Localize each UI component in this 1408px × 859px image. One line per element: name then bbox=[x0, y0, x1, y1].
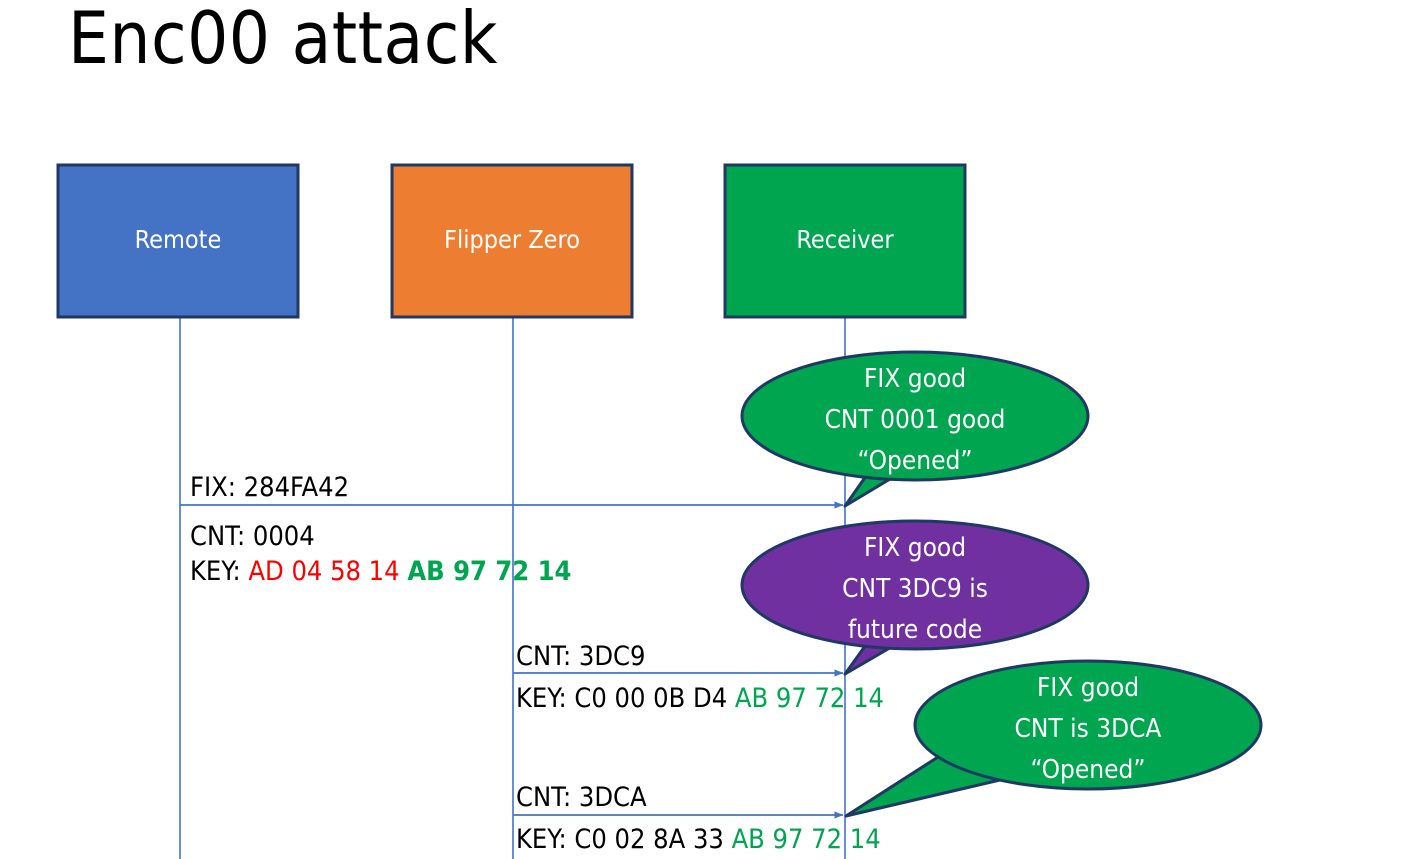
speech-bubble-body-2 bbox=[740, 519, 1090, 651]
message-1-line-2: CNT: 0004 bbox=[190, 521, 315, 552]
bubble-2-line-3: future code bbox=[848, 615, 982, 645]
bubble-2-line-2: CNT 3DC9 is bbox=[842, 574, 988, 604]
message-1-key-line: KEY: AD 04 58 14 AB 97 72 14 bbox=[190, 556, 571, 587]
message-2-key-prefix: KEY: bbox=[516, 683, 574, 714]
bubble-1-line-3: “Opened” bbox=[857, 446, 972, 476]
message-1-key-seg-2: AB 97 72 14 bbox=[407, 556, 571, 587]
message-2-key-seg-2: AB 97 72 14 bbox=[735, 683, 884, 714]
actor-receiver-label: Receiver bbox=[796, 225, 894, 254]
message-3-key-prefix: KEY: bbox=[516, 824, 574, 855]
message-2-line-1: CNT: 3DC9 bbox=[516, 641, 645, 672]
message-3-key-line: KEY: C0 02 8A 33 AB 97 72 14 bbox=[516, 824, 881, 855]
page-title: Enc00 attack bbox=[68, 0, 498, 80]
speech-bubble-receiver-response-first[interactable]: FIX good CNT 0001 good “Opened” bbox=[740, 350, 1090, 508]
actor-receiver[interactable]: Receiver bbox=[723, 163, 967, 319]
actor-flipper-zero-label: Flipper Zero bbox=[444, 225, 580, 254]
actor-remote-label: Remote bbox=[135, 225, 222, 254]
bubble-3-line-1: FIX good bbox=[1037, 673, 1139, 703]
bubble-3-line-3: “Opened” bbox=[1030, 755, 1145, 785]
message-3-key-seg-1: C0 02 8A 33 bbox=[574, 824, 731, 855]
message-1-key-prefix: KEY: bbox=[190, 556, 248, 587]
actor-flipper-zero[interactable]: Flipper Zero bbox=[390, 163, 634, 319]
speech-bubble-body-1 bbox=[740, 350, 1090, 482]
message-2-key-seg-1: C0 00 0B D4 bbox=[574, 683, 734, 714]
message-1-key-seg-1: AD 04 58 14 bbox=[248, 556, 407, 587]
actor-remote[interactable]: Remote bbox=[56, 163, 300, 319]
bubble-3-line-2: CNT is 3DCA bbox=[1015, 714, 1162, 744]
speech-bubble-receiver-response-opened[interactable]: FIX good CNT is 3DCA “Opened” bbox=[844, 659, 1263, 818]
speech-bubble-receiver-response-future[interactable]: FIX good CNT 3DC9 is future code bbox=[740, 519, 1090, 676]
message-3-key-seg-2: AB 97 72 14 bbox=[732, 824, 881, 855]
message-1-line-1: FIX: 284FA42 bbox=[190, 472, 349, 503]
speech-bubble-body-3 bbox=[913, 659, 1263, 791]
message-2-key-line: KEY: C0 00 0B D4 AB 97 72 14 bbox=[516, 683, 884, 714]
bubble-1-line-1: FIX good bbox=[864, 364, 966, 394]
bubble-1-line-2: CNT 0001 good bbox=[825, 405, 1006, 435]
message-3-line-1: CNT: 3DCA bbox=[516, 782, 647, 813]
bubble-2-line-1: FIX good bbox=[864, 533, 966, 563]
